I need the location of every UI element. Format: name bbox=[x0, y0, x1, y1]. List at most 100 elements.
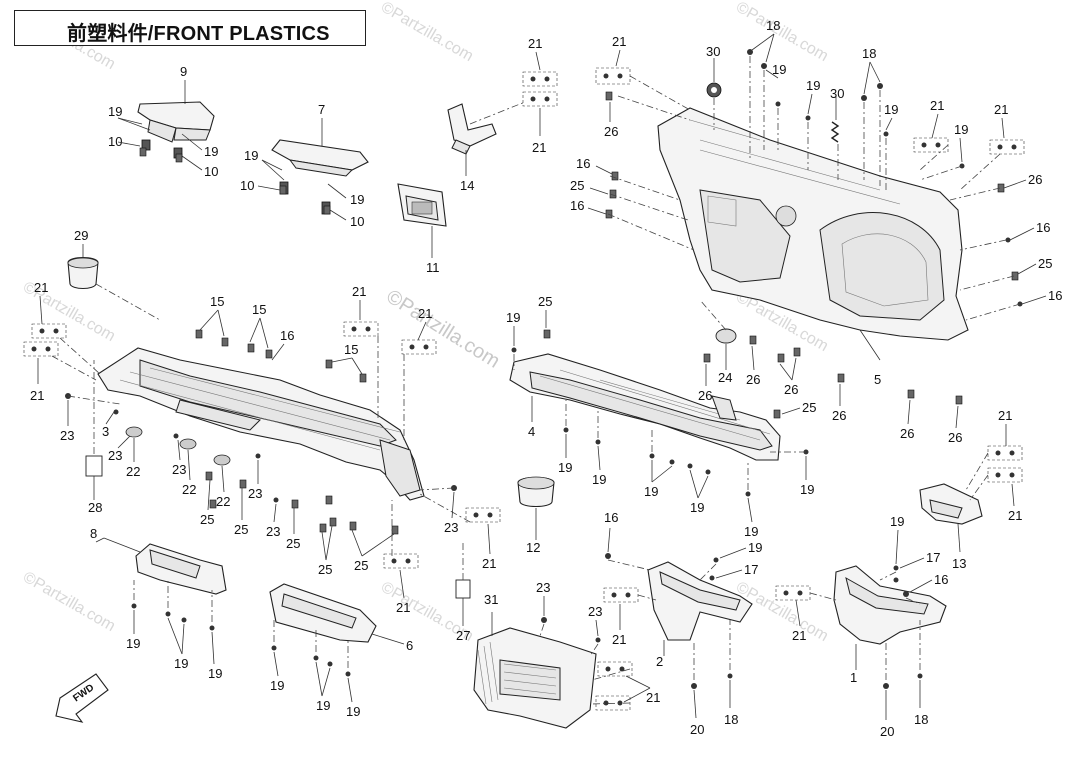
callout-18: 18 bbox=[862, 46, 876, 61]
callout-26: 26 bbox=[832, 408, 846, 423]
clip-pair-21-d bbox=[913, 137, 949, 153]
callout-23: 23 bbox=[172, 462, 186, 477]
part-1 bbox=[833, 565, 947, 670]
clip-pair-21-j bbox=[465, 507, 501, 523]
callout-23: 23 bbox=[60, 428, 74, 443]
callout-29: 29 bbox=[74, 228, 88, 243]
callout-21: 21 bbox=[34, 280, 48, 295]
callout-19: 19 bbox=[208, 666, 222, 681]
part-9 bbox=[137, 80, 215, 159]
callout-19: 19 bbox=[126, 636, 140, 651]
callout-30: 30 bbox=[706, 44, 720, 59]
callout-25: 25 bbox=[570, 178, 584, 193]
callout-25: 25 bbox=[354, 558, 368, 573]
callout-26: 26 bbox=[948, 430, 962, 445]
callout-19: 19 bbox=[558, 460, 572, 475]
callout-10: 10 bbox=[350, 214, 364, 229]
callout-21: 21 bbox=[418, 306, 432, 321]
callout-19: 19 bbox=[270, 678, 284, 693]
callout-25: 25 bbox=[200, 512, 214, 527]
callout-16: 16 bbox=[1048, 288, 1062, 303]
part-13 bbox=[919, 483, 983, 553]
callout-25: 25 bbox=[286, 536, 300, 551]
part-4 bbox=[509, 353, 781, 461]
part-27 bbox=[455, 540, 471, 626]
part-24 bbox=[715, 328, 737, 370]
callout-21: 21 bbox=[1008, 508, 1022, 523]
callout-19: 19 bbox=[772, 62, 786, 77]
callout-19: 19 bbox=[800, 482, 814, 497]
clip-pair-21-h bbox=[343, 321, 379, 337]
callout-4: 4 bbox=[528, 424, 535, 439]
title-box: 前塑料件/FRONT PLASTICS bbox=[14, 10, 366, 46]
callout-21: 21 bbox=[646, 690, 660, 705]
callout-28: 28 bbox=[88, 500, 102, 515]
watermark-center: ©Partzilla.com bbox=[382, 286, 503, 373]
part-31 bbox=[473, 612, 597, 729]
clip-pair-21-g bbox=[23, 341, 59, 357]
callout-21: 21 bbox=[994, 102, 1008, 117]
callout-20: 20 bbox=[690, 722, 704, 737]
callout-18: 18 bbox=[766, 18, 780, 33]
callout-16: 16 bbox=[1036, 220, 1050, 235]
clip-pair-21-m bbox=[383, 553, 419, 569]
callout-21: 21 bbox=[352, 284, 366, 299]
callout-5: 5 bbox=[874, 372, 881, 387]
callout-12: 12 bbox=[526, 540, 540, 555]
callout-3: 3 bbox=[102, 424, 109, 439]
callout-15: 15 bbox=[344, 342, 358, 357]
callout-10: 10 bbox=[204, 164, 218, 179]
clip-pair-21-p bbox=[595, 695, 631, 711]
callout-19: 19 bbox=[644, 484, 658, 499]
callout-15: 15 bbox=[252, 302, 266, 317]
callout-19: 19 bbox=[506, 310, 520, 325]
callout-19: 19 bbox=[174, 656, 188, 671]
callout-15: 15 bbox=[210, 294, 224, 309]
callout-25: 25 bbox=[1038, 256, 1052, 271]
callout-7: 7 bbox=[318, 102, 325, 117]
clip-pair-21-q bbox=[775, 585, 811, 601]
clip-pair-21-n bbox=[603, 587, 639, 603]
callout-16: 16 bbox=[576, 156, 590, 171]
fwd-arrow: FWD bbox=[55, 673, 109, 723]
callout-2: 2 bbox=[656, 654, 663, 669]
callout-31: 31 bbox=[484, 592, 498, 607]
callout-25: 25 bbox=[318, 562, 332, 577]
callout-26: 26 bbox=[900, 426, 914, 441]
part-5 bbox=[657, 107, 969, 361]
callout-19: 19 bbox=[350, 192, 364, 207]
callout-16: 16 bbox=[934, 572, 948, 587]
part-2 bbox=[647, 561, 753, 656]
callout-18: 18 bbox=[914, 712, 928, 727]
callout-10: 10 bbox=[108, 134, 122, 149]
clip-pair-21-k bbox=[987, 445, 1023, 461]
callout-18: 18 bbox=[724, 712, 738, 727]
callout-19: 19 bbox=[108, 104, 122, 119]
callout-26: 26 bbox=[746, 372, 760, 387]
part-3 bbox=[97, 347, 425, 501]
callout-19: 19 bbox=[316, 698, 330, 713]
callout-8: 8 bbox=[90, 526, 97, 541]
callout-21: 21 bbox=[528, 36, 542, 51]
callout-10: 10 bbox=[240, 178, 254, 193]
clip-pair-21-i bbox=[401, 339, 437, 355]
callout-19: 19 bbox=[204, 144, 218, 159]
callout-25: 25 bbox=[802, 400, 816, 415]
page-title: 前塑料件/FRONT PLASTICS bbox=[67, 23, 330, 45]
callout-23: 23 bbox=[108, 448, 122, 463]
callout-19: 19 bbox=[748, 540, 762, 555]
watermark-2: ©Partzilla.com bbox=[378, 0, 476, 65]
callout-19: 19 bbox=[954, 122, 968, 137]
callout-21: 21 bbox=[532, 140, 546, 155]
callout-25: 25 bbox=[538, 294, 552, 309]
clip-pair-21-l bbox=[987, 467, 1023, 483]
watermark-3: ©Partzilla.com bbox=[733, 0, 831, 65]
callout-24: 24 bbox=[718, 370, 732, 385]
callout-23: 23 bbox=[444, 520, 458, 535]
callout-26: 26 bbox=[784, 382, 798, 397]
part-28 bbox=[85, 360, 103, 500]
callout-26: 26 bbox=[698, 388, 712, 403]
callout-19: 19 bbox=[346, 704, 360, 719]
